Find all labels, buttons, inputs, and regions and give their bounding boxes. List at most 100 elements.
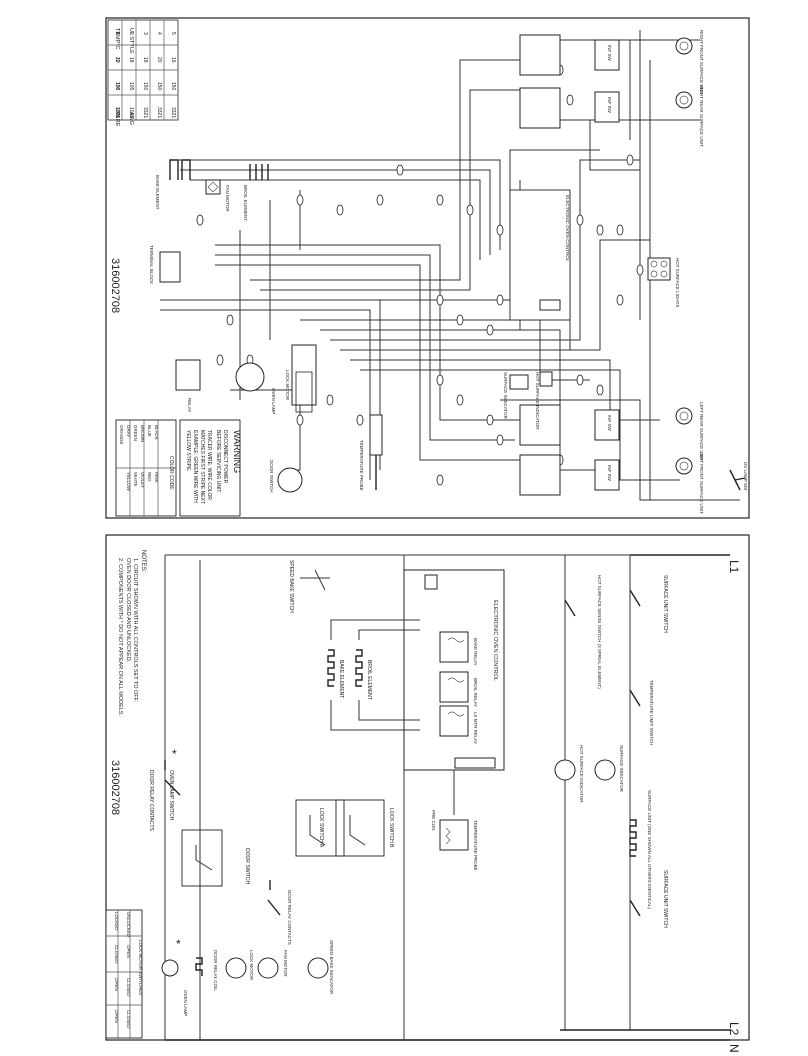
spec-cell: 3 [142,32,148,35]
warning-line-5: EXAMPLE: GREEN WIRE WITH [192,430,198,503]
warning-line-4: MATCHES FIRST STRIPE NEXT. [199,430,205,505]
part-number-top: 316002708 [109,258,121,313]
l2-label: L2 [727,1022,741,1036]
warning-line-6: YELLOW STRIPE. [185,430,191,472]
temperature-probe-label-top: TEMPERATURE PROBE [359,440,364,491]
relay-wiring: RELAY [175,359,201,412]
eoc-label-top: ELECTRONIC OVEN CONTROL [565,195,570,262]
note-1: 1. CIRCUIT SHOWN WITH ALL CONTROLS SET T… [132,558,138,702]
door-relay-contacts-mid: DOOR RELAY CONTACTS [267,880,292,945]
spec-cell: 150 [156,82,162,91]
eoc-block: ELECTRONIC OVEN CONTROL BAKE RELAY BROIL… [403,569,505,771]
bake-relay-label: BAKE RELAY [473,638,478,666]
relay-label-top: RELAY [187,398,192,412]
terminal-block: TERMINAL BLOCK [149,245,181,284]
color-code-g: GREEN [133,425,138,441]
spec-cell: 4 [156,32,162,35]
lock-motor-label: LOCK MOTOR [249,950,254,981]
lock-table-unlocked-b: CLOSED [126,978,131,997]
hot-surface-indicator-label: HOT SURFACE INDICATOR [579,745,584,803]
door-relay-contacts-2-label: DOOR RELAY CONTACTS [287,890,292,945]
wire-spec-table [107,19,179,121]
color-code-y: YELLOW [126,472,131,492]
fan-motor-label: FAN MOTOR [283,950,288,977]
surface-unit-label: SURFACE UNIT (ONE SHOWN ALL OTHERS IDENT… [647,790,652,910]
notes-title: NOTES: [140,550,146,573]
lock-table-locked-a: CLOSED [114,945,119,964]
left-rear-label: LEFT REAR SURFACE UNIT [699,402,704,461]
note-1b: OVEN DOOR CLOSED AND UNLOCKED. [125,558,131,663]
color-code-r: RED [147,472,152,482]
lock-table-locked: LOCKED [114,912,119,931]
spec-cell: 150 [170,82,176,91]
spec-cell: 16 [170,57,176,63]
door-switch-label: DOOR SWITCH [244,848,250,884]
lock-switch-b-label: LOCK SWITCH B [388,808,394,848]
bake-element-label: BAKE ELEMENT [338,660,344,698]
spec-cell: 3321 [114,107,120,118]
surface-unit-switch-label: SURFACE UNIT SWITCH [662,575,668,633]
spec-cell: 1 [114,32,120,35]
hot-surface-lights-label: HOT SURFACE LIGHTS [675,258,680,307]
infinite-switch-lr: INF SW LEFT REAR SURFACE UNIT [519,402,704,461]
spec-cell: 12 [114,57,120,63]
inf-switch-label-rr: INF SW [607,97,612,114]
bake-element-label-top: BAKE ELEMENT [155,175,160,210]
inf-switch-label-lr: INF SW [607,415,612,432]
spec-cell: 5 [170,32,176,35]
lock-table-unlocked: UNLOCKED [126,912,131,938]
terminal-block-label: TERMINAL BLOCK [149,245,154,284]
surface-unit-circuit: SURFACE UNIT SWITCH TEMPERATURE LIMIT SW… [554,575,668,928]
warning-box: WARNING DISCONNECT POWER BEFORE SERVICIN… [179,419,242,517]
asterisk-2: * [176,937,181,951]
door-relay-coil-label: DOOR RELAY COIL [213,950,218,991]
oven-lamp-switch: OVEN LAMP SWITCH DOOR RELAY CONTACTS * [148,747,181,832]
color-code-w: WHITE [133,472,138,487]
hot-surface-lights-wiring: HOT SURFACE LIGHTS [647,257,680,307]
broil-element-label: BROIL ELEMENT [366,660,372,700]
dv-lamp-sw-label: DV LAMP SW [743,462,748,491]
oven-lamp-label: OVEN LAMP [183,990,188,1016]
hot-surface-sense-label: HOT SURFACE SENSE SWITCH (3 SPIRAL ELEME… [597,575,602,689]
fan-motor-label-top: FAN MOTOR [225,185,230,212]
inf-switch-label-rf: INF SW [607,45,612,62]
surface-indicator-label-top: SURFACE INDICATOR [503,372,508,420]
spec-cell: 18 [128,57,134,63]
color-code-p: PINK [154,472,159,483]
indicator-lights-top: SURFACE INDICATOR HOT SURFACE INDICATOR [503,371,553,430]
spec-header-temp: TEMP°C [114,28,120,49]
speed-bake-switch: SPEED BAKE SWITCH [288,560,330,613]
fan-motor-wiring: FAN MOTOR [205,179,230,212]
spec-cell: 105 [114,82,120,91]
pre-con-label: PRE CON [431,810,436,831]
lock-switch-a-label: LOCK SWITCH A [318,808,324,848]
eoc-label-bottom: ELECTRONIC OVEN CONTROL [492,600,498,681]
temp-probe-schematic: TEMPERATURE PROBE PRE CON [431,770,478,871]
color-code-v: VIOLET [140,472,145,488]
lock-table-locked-c: OPEN [114,1010,119,1023]
spec-cell: 3321 [156,107,162,118]
heating-elements: BAKE ELEMENT BROIL ELEMENT [327,619,420,731]
lock-motor-label-top: LOCK MOTOR [285,370,290,401]
warning-line-3: TRACER WIRE: WIRE COLOR [206,430,212,500]
spec-cell: 1015 [114,107,120,118]
spec-cell: 2 [128,32,134,35]
spec-cell: 6 [114,32,120,35]
door-switch-label-top: DOOR SWITCH [269,460,274,493]
spec-header-ul: UL STYLE [128,28,134,54]
color-code-title: COLOR CODE [168,456,174,490]
speed-bake-switch-label: SPEED BAKE SWITCH [288,560,294,613]
spec-table-text: W RE AWG TEMP°C UL STYLE [114,28,134,127]
color-code-br: BROWN [140,425,145,442]
inf-switch-label-lf: INF SW [607,465,612,482]
color-code-gy: GRAY [126,425,131,437]
color-code-o: ORANGE [119,425,124,445]
bottom-loads: SPEED BAKE INDICATOR FAN MOTOR LOCK MOTO… [161,937,334,1016]
color-code-bl: BLUE [147,425,152,437]
bake-element-wiring: BAKE ELEMENT [155,159,191,210]
dv-lamp-sw: DV LAMP SW [729,462,748,491]
wiring-diagram-frame [105,17,750,519]
door-switch-schematic: DOOR SWITCH [181,829,250,887]
lock-table-title: LOCK MOTOR SWITCHES [138,940,143,995]
